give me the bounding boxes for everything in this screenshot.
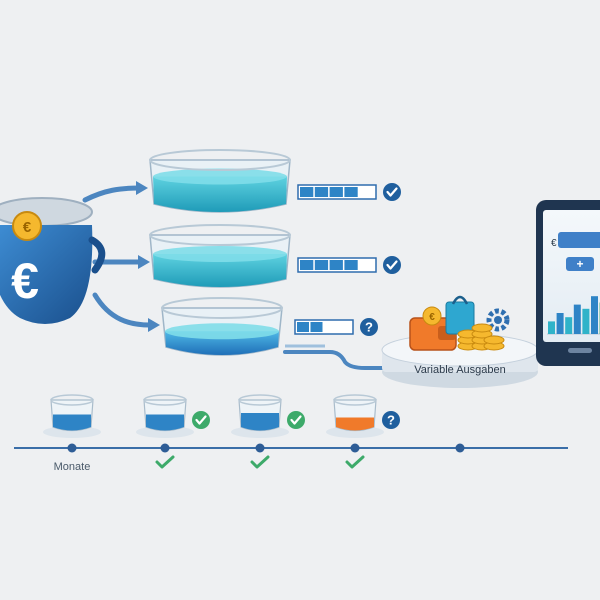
check-icon — [287, 411, 305, 429]
budget-buckets: ? — [149, 149, 401, 356]
coin-icon — [12, 211, 42, 241]
phone-chart-bar — [556, 313, 564, 334]
arrowhead-2 — [138, 255, 150, 269]
arrow-heads — [136, 181, 160, 332]
cup-water — [336, 417, 374, 431]
phone-add-label: + — [576, 257, 583, 271]
timeline-cup — [136, 394, 210, 438]
progress-segment — [314, 187, 329, 197]
check-icon — [192, 411, 210, 429]
gear-hub — [494, 316, 502, 324]
arrowhead-1 — [136, 181, 148, 195]
bucket-progress-bar — [294, 319, 354, 335]
phone-chart-bar — [548, 321, 555, 334]
bag-handle — [451, 295, 469, 305]
progress-segment — [329, 187, 343, 197]
question-icon: ? — [382, 411, 400, 429]
phone-chart-bar — [565, 317, 573, 334]
timeline-cup — [43, 394, 101, 438]
phone-chart-bar — [573, 304, 581, 334]
timeline-check-icon — [345, 455, 365, 469]
question-icon: ? — [360, 318, 378, 336]
cup-rim — [143, 394, 187, 406]
check-icon — [383, 256, 401, 274]
bucket-water-surface — [153, 246, 287, 262]
bucket-rim — [149, 224, 291, 246]
bucket-water — [153, 254, 287, 287]
phone-add-button[interactable] — [566, 257, 594, 271]
timeline-checks — [155, 455, 365, 469]
progress-segment — [300, 187, 314, 197]
variable-expenses: Variable Ausgaben € — [381, 295, 539, 388]
arrow-to-bucket-3 — [92, 292, 153, 328]
pot-body — [0, 225, 93, 324]
phone-chart-bar — [582, 308, 590, 334]
phone-chart-bar — [591, 296, 598, 334]
timeline-dot — [455, 443, 465, 453]
bucket-water — [153, 176, 287, 212]
pot-euro-symbol: € — [11, 253, 39, 309]
progress-segment — [300, 260, 314, 270]
timeline-cup — [231, 394, 305, 438]
bucket-2 — [149, 224, 401, 288]
cup-water — [146, 414, 184, 431]
wallet-coin-icon — [422, 306, 442, 326]
bucket-rim — [161, 297, 283, 319]
phone: € + — [536, 200, 600, 366]
shopping-bag-icon — [445, 301, 475, 335]
bucket-progress-bar — [297, 184, 377, 200]
timeline-dot — [67, 443, 77, 453]
timeline-cups: ? — [43, 394, 400, 438]
progress-segment — [310, 322, 323, 332]
timeline-label: Monate — [54, 461, 91, 473]
timeline-check-icon — [250, 455, 270, 469]
phone-home-button[interactable] — [568, 348, 592, 353]
cup-rim — [238, 394, 282, 406]
progress-segment — [344, 187, 358, 197]
wallet-coin-symbol: € — [429, 312, 435, 323]
cup-water — [53, 414, 91, 431]
svg-text:?: ? — [387, 413, 395, 428]
timeline-dot — [160, 443, 170, 453]
cup-rim — [50, 394, 94, 406]
bucket-water-surface — [153, 168, 287, 185]
arrow-to-bucket-1 — [82, 185, 143, 203]
bucket-1 — [149, 149, 401, 213]
coin-symbol: € — [23, 219, 32, 236]
cup-water — [241, 413, 279, 431]
gear-icon — [486, 308, 510, 332]
arrowhead-3 — [148, 318, 160, 332]
coin-stacks-icon — [457, 323, 505, 351]
main-pot: € € — [0, 197, 106, 324]
phone-input-prefix: € — [551, 238, 557, 249]
variable-expenses-label: Variable Ausgaben — [414, 364, 506, 376]
pot-handle — [88, 236, 106, 274]
phone-amount-input[interactable] — [558, 232, 600, 248]
pipe-to-variable-expenses — [283, 350, 402, 370]
cup-rim — [333, 394, 377, 406]
check-icon — [383, 183, 401, 201]
progress-segment — [329, 260, 343, 270]
svg-text:?: ? — [365, 320, 373, 335]
timeline-check-icon — [155, 455, 175, 469]
progress-segment — [297, 322, 309, 332]
timeline-dot — [350, 443, 360, 453]
timeline: Monate ? — [14, 394, 568, 473]
bucket-progress-bar — [297, 257, 377, 273]
progress-segment — [344, 260, 358, 270]
bucket-rim — [149, 149, 291, 171]
timeline-cup: ? — [326, 394, 400, 438]
timeline-markers — [67, 443, 465, 453]
progress-segment — [314, 260, 329, 270]
bucket-3: ? — [161, 297, 378, 356]
timeline-dot — [255, 443, 265, 453]
bucket-water-surface — [165, 323, 279, 340]
